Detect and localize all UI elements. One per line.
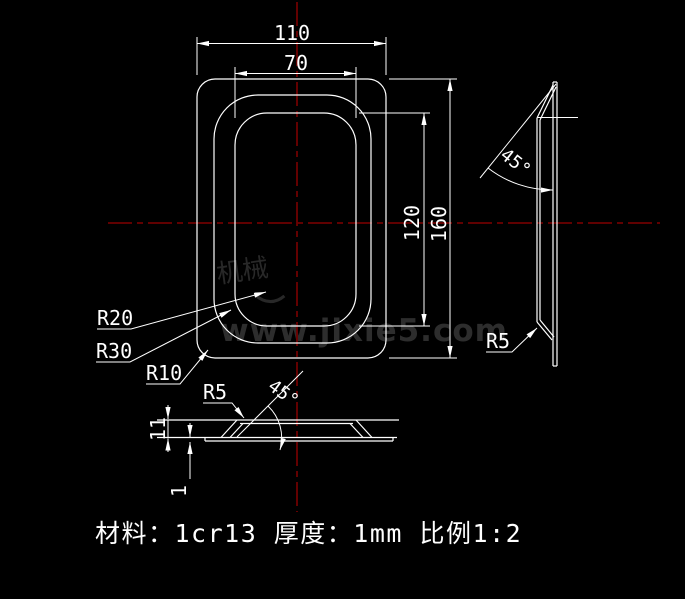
dim-outer-width: 110 (196, 21, 387, 75)
spec-text: 材料：1cr13 厚度：1mm 比例1:2 (95, 519, 522, 548)
section-view (157, 419, 399, 442)
leader-r10: R10 (146, 349, 209, 385)
watermark-logo-text: 机械 (215, 253, 271, 290)
dim-inner-width: 70 (234, 51, 357, 118)
middle-profile (213, 94, 372, 344)
leader-r20-label: R20 (97, 306, 133, 330)
leader-r10-label: R10 (146, 361, 182, 385)
side-r5-leader: R5 (486, 327, 538, 353)
dim-outer-height: 160 (389, 78, 457, 359)
section-r5-leader: R5 (203, 380, 245, 419)
outer-profile (196, 78, 387, 359)
inner-profile (234, 112, 357, 327)
dim-inner-width-label: 70 (284, 51, 308, 75)
front-view (196, 78, 387, 359)
leader-r30: R30 (96, 309, 232, 363)
section-thickness-label: 1 (167, 485, 191, 497)
section-height-dim: 11 (146, 405, 171, 452)
dim-inner-height: 120 (359, 112, 430, 327)
section-r5-label: R5 (203, 380, 227, 404)
dim-outer-height-label: 160 (427, 206, 451, 242)
side-r5-label: R5 (486, 329, 510, 353)
leader-r30-label: R30 (96, 339, 132, 363)
dim-outer-width-label: 110 (274, 21, 310, 45)
side-view (536, 81, 578, 367)
section-thickness-dim: 1 (167, 423, 193, 497)
leader-r20: R20 (97, 291, 267, 330)
section-height-label: 11 (146, 417, 170, 441)
dim-inner-height-label: 120 (400, 205, 424, 241)
